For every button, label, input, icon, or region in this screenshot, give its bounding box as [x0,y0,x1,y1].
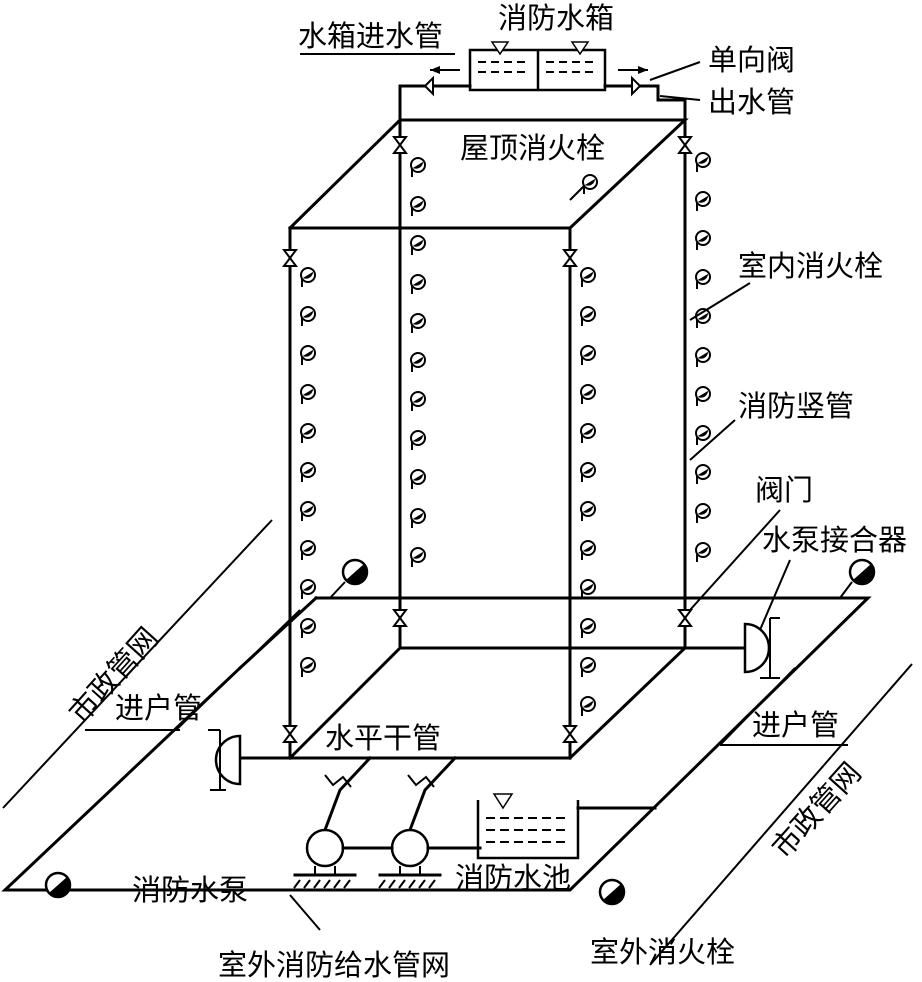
indoor-hydrant-icon [580,501,596,522]
indoor-hydrant-icon [580,384,596,405]
pump-adapter-left [208,729,242,791]
building-frame [238,118,747,761]
indoor-hydrant-icon [410,274,426,295]
label-service-right: 进户管 [752,708,839,742]
label-outdoor-hydrant: 室外消火栓 [590,935,735,969]
indoor-hydrant-icon [300,501,316,522]
indoor-hydrant-icon [580,345,596,366]
indoor-hydrant-icon [410,352,426,373]
indoor-hydrant-icon [580,618,596,639]
indoor-hydrant-icon [580,657,596,678]
label-outdoor-network: 室外消防给水管网 [218,948,450,982]
leader-lines [289,61,791,931]
indoor-hydrant-icon [300,423,316,444]
label-municipal-right: 市政管网 [765,756,868,865]
municipal-left-lines [2,519,301,809]
indoor-hydrant-icon [695,347,711,368]
indoor-hydrant-icon [410,430,426,451]
indoor-hydrant-icon [695,269,711,290]
pump-adapter-right [743,617,780,679]
indoor-hydrant-icon [695,191,711,212]
label-pump-adapter: 水泵接合器 [762,523,907,557]
indoor-hydrant-icon [300,384,316,405]
indoor-hydrant-icon [410,391,426,412]
indoor-hydrant-icon [410,196,426,217]
fire-water-pool [476,793,657,860]
indoor-hydrant-icon [410,235,426,256]
indoor-hydrant-icon [695,503,711,524]
indoor-hydrant-icon [580,423,596,444]
label-service-left: 进户管 [115,691,202,725]
indoor-hydrant-icon [410,157,426,178]
indoor-hydrant-icon [695,542,711,563]
indoor-hydrant-icon [300,618,316,639]
indoor-hydrants [300,152,711,717]
indoor-hydrant-icon [410,547,426,568]
label-fire-pool: 消防水池 [455,861,571,895]
label-outlet-pipe: 出水管 [708,85,795,119]
indoor-hydrant-icon [410,469,426,490]
indoor-hydrant-icon [580,696,596,717]
roof-hydrant-icon [582,174,598,195]
label-riser: 消防竖管 [738,389,854,423]
label-main-horizontal: 水平干管 [325,721,441,755]
label-check-valve: 单向阀 [708,43,795,77]
fire-pumps [293,755,482,889]
indoor-hydrant-icon [300,267,316,288]
indoor-hydrant-icon [695,464,711,485]
indoor-hydrant-icon [695,230,711,251]
indoor-hydrant-icon [580,540,596,561]
indoor-hydrant-icon [300,579,316,600]
indoor-hydrant-icon [580,579,596,600]
fire-water-tank [300,41,687,122]
indoor-hydrant-icon [300,306,316,327]
municipal-right-lines [649,663,913,966]
indoor-hydrant-icon [300,462,316,483]
label-valve: 阀门 [755,473,813,507]
outdoor-hydrant-icons [44,558,876,906]
indoor-hydrant-icon [695,386,711,407]
indoor-hydrant-icon [580,267,596,288]
indoor-hydrant-icon [300,540,316,561]
indoor-hydrant-icon [580,462,596,483]
indoor-hydrant-icon [695,425,711,446]
indoor-hydrant-icon [410,313,426,334]
label-tank-inlet: 水箱进水管 [298,19,443,53]
indoor-hydrant-icon [300,345,316,366]
label-indoor-hydrant: 室内消火栓 [738,249,883,283]
label-fire-pump: 消防水泵 [132,873,248,907]
indoor-hydrant-icon [410,508,426,529]
indoor-hydrant-icon [300,657,316,678]
label-fire-tank: 消防水箱 [498,1,614,35]
indoor-hydrant-icon [695,152,711,173]
indoor-hydrant-icon [580,306,596,327]
label-roof-hydrant: 屋顶消火栓 [460,131,605,165]
